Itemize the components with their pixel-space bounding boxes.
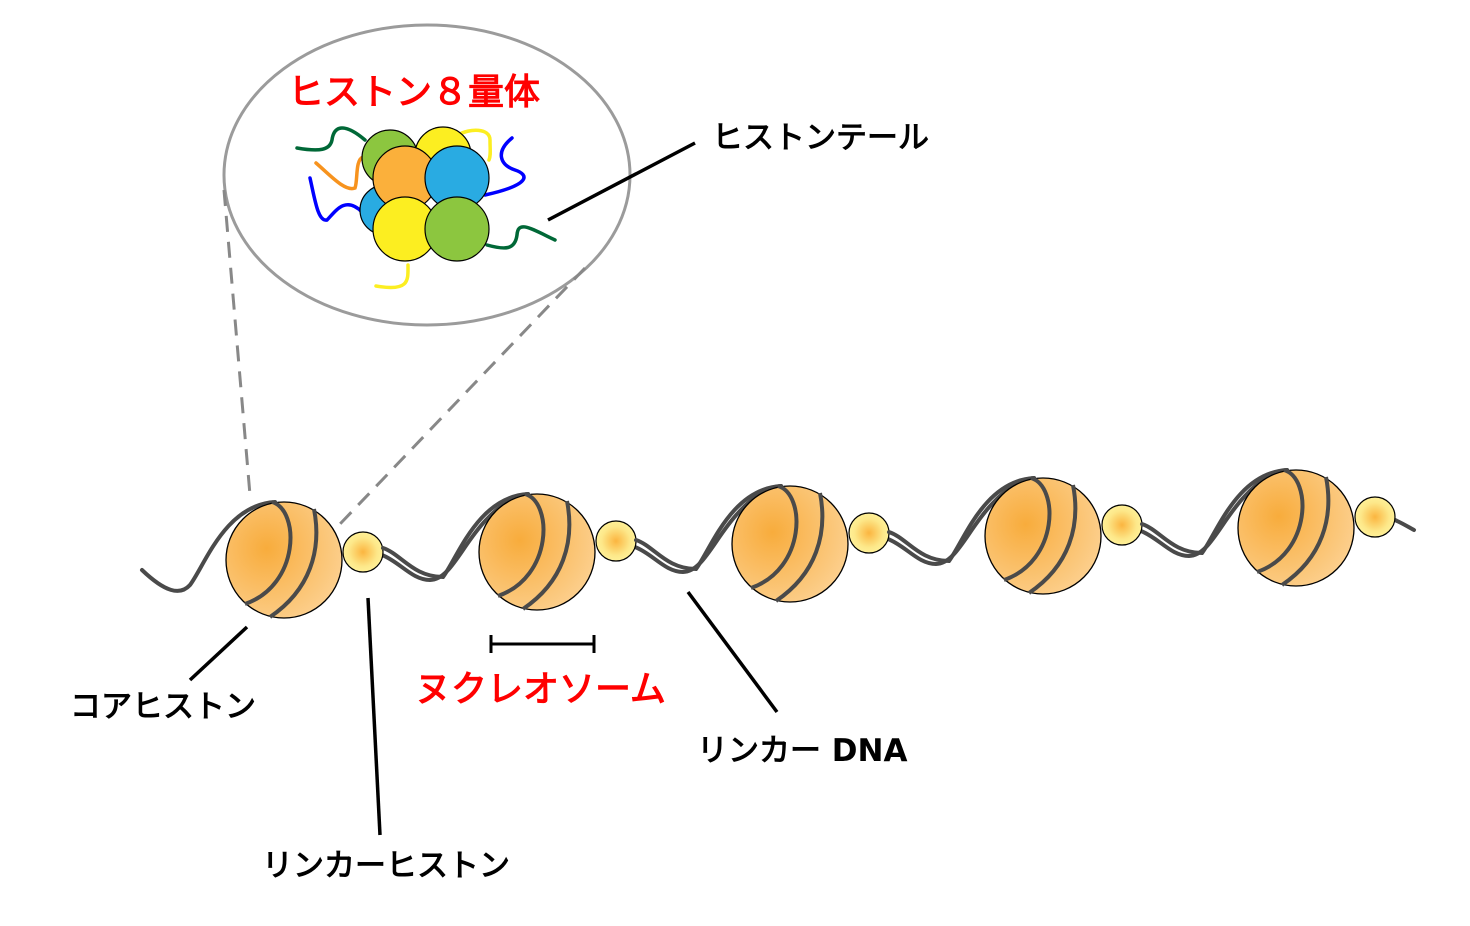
linker-histone: [848, 512, 890, 554]
dna-wrap: [497, 492, 546, 598]
dna-wrap: [750, 484, 799, 590]
linker-histone-label: リンカーヒストン: [262, 848, 510, 884]
dna-wrap: [521, 500, 572, 611]
linker-dna-segment: [634, 484, 783, 572]
core-histone-label: コアヒストン: [70, 689, 256, 725]
core-histone: [731, 485, 849, 603]
leader-line-linker-histone: [366, 597, 382, 836]
linker-dna-segment: [887, 476, 1036, 564]
core-histone: [1237, 469, 1355, 587]
magnifier-dash-left: [222, 189, 252, 496]
nucleosome-scale-bar: [489, 635, 596, 653]
histone-octamer: [359, 126, 490, 262]
linker-histone: [342, 531, 384, 573]
magnifier-ellipse: [222, 23, 632, 327]
linker-dna-segment: [1393, 518, 1416, 532]
dna-wrap: [1003, 476, 1052, 582]
linker-dna-segment: [381, 492, 530, 580]
nucleosome-label: ヌクレオソーム: [415, 669, 666, 710]
dna-wrap: [1027, 484, 1078, 595]
histone-tails: [295, 126, 557, 290]
dna-wrap: [774, 492, 825, 603]
leader-line-linker-dna: [686, 590, 779, 714]
linker-histone: [595, 520, 637, 562]
nucleosome-chain: [140, 468, 1416, 619]
tail-label: ヒストンテール: [712, 120, 929, 156]
linker-histone: [1354, 496, 1396, 538]
core-histone: [478, 493, 596, 611]
dna-wrap: [1280, 476, 1331, 587]
dna-wrap: [244, 500, 293, 606]
linker-dna-segment: [140, 500, 277, 593]
core-histone: [984, 477, 1102, 595]
octamer-label: ヒストン８量体: [288, 72, 541, 113]
dna-wrap: [1256, 468, 1305, 574]
linker-dna-segment: [1140, 468, 1289, 556]
magnifier-dash-right: [338, 266, 587, 526]
leader-line-core-histone: [188, 625, 249, 682]
core-histone: [225, 501, 343, 619]
linker-histone: [1101, 504, 1143, 546]
leader-line-tail: [547, 141, 696, 222]
dna-wrap: [268, 508, 319, 619]
linker-dna-label: リンカー DNA: [697, 733, 908, 769]
